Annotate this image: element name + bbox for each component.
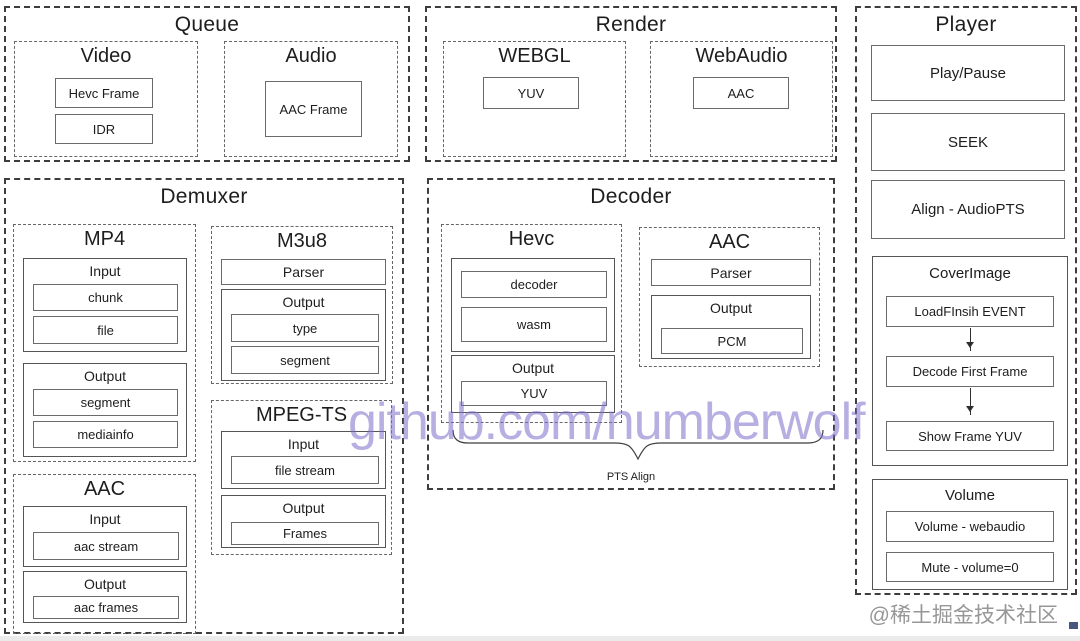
demuxer-aac-output-group: Output aac frames [23, 571, 187, 623]
render-webaudio-box: WebAudio AAC [650, 41, 833, 157]
decoder-aac-parser: Parser [651, 259, 811, 286]
decoder-aac-output-label: Output [709, 300, 753, 316]
decoder-aac-output-group: Output PCM [651, 295, 811, 359]
mpegts-input-group: Input file stream [221, 431, 386, 489]
demuxer-aac-output-label: Output [83, 576, 127, 592]
demuxer-aac-title: AAC [83, 478, 126, 500]
demuxer-mp4-title: MP4 [83, 228, 126, 250]
mp4-output-mediainfo: mediainfo [33, 421, 178, 448]
bottom-strip [0, 636, 1080, 641]
queue-video-idr: IDR [55, 114, 153, 144]
decoder-section: Decoder Hevc decoder wasm Output YUV AAC… [427, 178, 835, 490]
aac-output-frames: aac frames [33, 596, 179, 619]
mp4-input-label: Input [89, 263, 121, 279]
mp4-input-group: Input chunk file [23, 258, 187, 352]
queue-video-box: Video Hevc Frame IDR [14, 41, 198, 157]
demuxer-mpegts-box: MPEG-TS Input file stream Output Frames [211, 400, 392, 555]
render-webgl-title: WEBGL [498, 45, 571, 67]
hevc-core-group: decoder wasm [451, 258, 615, 352]
watermark-juejin: @稀土掘金技术社区 [868, 604, 1058, 627]
coverimage-step-show-frame-yuv: Show Frame YUV [886, 421, 1054, 451]
player-section: Player Play/Pause SEEK Align - AudioPTS … [855, 6, 1077, 595]
hevc-core-wasm: wasm [461, 307, 607, 342]
queue-title: Queue [174, 13, 240, 36]
player-title: Player [935, 13, 997, 36]
m3u8-output-group: Output type segment [221, 289, 386, 381]
player-play-pause: Play/Pause [871, 45, 1065, 101]
queue-audio-box: Audio AAC Frame [224, 41, 398, 157]
mp4-output-label: Output [83, 368, 127, 384]
m3u8-output-label: Output [282, 294, 325, 310]
mp4-output-group: Output segment mediainfo [23, 363, 187, 457]
demuxer-title: Demuxer [160, 185, 248, 208]
render-title: Render [595, 13, 667, 36]
demuxer-m3u8-title: M3u8 [276, 230, 328, 252]
volume-mute: Mute - volume=0 [886, 552, 1054, 582]
render-webgl-box: WEBGL YUV [443, 41, 626, 157]
mp4-input-chunk: chunk [33, 284, 178, 311]
mpegts-input-filestream: file stream [231, 456, 379, 484]
watermark-github: github.com/numberwolf [348, 393, 866, 451]
m3u8-parser: Parser [221, 259, 386, 285]
arrow-down-icon [966, 328, 975, 351]
hevc-core-decoder: decoder [461, 271, 607, 298]
queue-audio-title: Audio [285, 45, 337, 67]
demuxer-section: Demuxer MP4 Input chunk file Output segm… [4, 178, 404, 634]
decoder-hevc-box: Hevc decoder wasm Output YUV [441, 224, 622, 423]
mp4-output-segment: segment [33, 389, 178, 416]
player-coverimage-box: CoverImage LoadFInsih EVENT Decode First… [872, 256, 1068, 466]
decoder-hevc-title: Hevc [508, 228, 555, 250]
player-align-audiopts: Align - AudioPTS [871, 180, 1065, 239]
queue-audio-aac-frame: AAC Frame [265, 81, 362, 137]
arrow-down-icon [966, 388, 975, 415]
queue-section: Queue Video Hevc Frame IDR Audio AAC Fra… [4, 6, 410, 162]
hevc-output-label: Output [511, 360, 555, 376]
mpegts-output-label: Output [282, 500, 325, 516]
mpegts-output-group: Output Frames [221, 495, 386, 548]
coverimage-step-loadfinsih: LoadFInsih EVENT [886, 296, 1054, 327]
decoder-aac-box: AAC Parser Output PCM [639, 227, 820, 367]
m3u8-output-segment: segment [231, 346, 379, 374]
pts-align-brace-icon [452, 429, 824, 461]
decoder-aac-title: AAC [708, 231, 751, 253]
mpegts-input-label: Input [287, 436, 320, 452]
mp4-input-file: file [33, 316, 178, 344]
coverimage-step-decode-first-frame: Decode First Frame [886, 356, 1054, 387]
m3u8-output-type: type [231, 314, 379, 342]
hevc-output-group: Output YUV [451, 355, 615, 413]
player-volume-title: Volume [944, 487, 996, 504]
juejin-logo-icon [1069, 622, 1078, 629]
hevc-output-yuv: YUV [461, 381, 607, 406]
render-section: Render WEBGL YUV WebAudio AAC [425, 6, 837, 162]
player-coverimage-title: CoverImage [929, 265, 1011, 282]
demuxer-mp4-box: MP4 Input chunk file Output segment medi… [13, 224, 196, 462]
queue-video-hevc-frame: Hevc Frame [55, 78, 153, 108]
volume-webaudio: Volume - webaudio [886, 511, 1054, 542]
demuxer-aac-input-label: Input [89, 511, 121, 527]
demuxer-aac-box: AAC Input aac stream Output aac frames [13, 474, 196, 634]
player-seek: SEEK [871, 113, 1065, 171]
pts-align-label: PTS Align [606, 471, 656, 483]
render-webgl-yuv: YUV [483, 77, 579, 109]
aac-input-stream: aac stream [33, 532, 179, 560]
render-webaudio-title: WebAudio [695, 45, 788, 67]
demuxer-mpegts-title: MPEG-TS [255, 404, 348, 426]
queue-video-title: Video [80, 45, 132, 67]
decoder-title: Decoder [590, 185, 672, 208]
player-volume-box: Volume Volume - webaudio Mute - volume=0 [872, 479, 1068, 590]
demuxer-m3u8-box: M3u8 Parser Output type segment [211, 226, 393, 384]
mpegts-output-frames: Frames [231, 522, 379, 545]
render-webaudio-aac: AAC [693, 77, 789, 109]
demuxer-aac-input-group: Input aac stream [23, 506, 187, 567]
decoder-aac-output-pcm: PCM [661, 328, 803, 354]
